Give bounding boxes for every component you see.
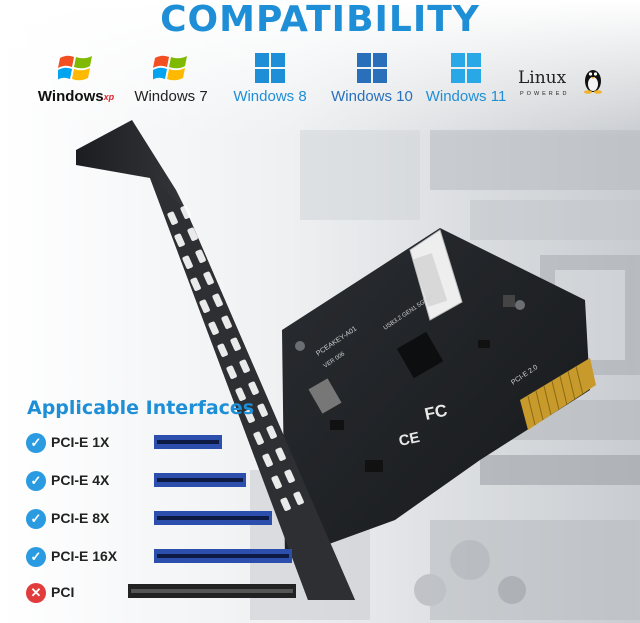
os-label: Windowsxp bbox=[37, 88, 115, 105]
interface-item-pcie-1x: ✓ PCI-E 1X bbox=[26, 432, 326, 454]
check-icon: ✓ bbox=[26, 433, 46, 453]
windows-11-logo-icon bbox=[451, 53, 481, 83]
windows-xp-flag-icon bbox=[58, 55, 92, 81]
interface-item-pcie-8x: ✓ PCI-E 8X bbox=[26, 508, 326, 530]
interface-item-pcie-16x: ✓ PCI-E 16X bbox=[26, 546, 326, 568]
low-profile-bracket bbox=[76, 120, 355, 600]
check-icon: ✓ bbox=[26, 547, 46, 567]
interface-label: PCI-E 8X bbox=[51, 510, 110, 526]
interface-label: PCI-E 1X bbox=[51, 434, 110, 450]
pcie-8x-slot-icon bbox=[154, 511, 272, 525]
card-fc-mark: FC bbox=[423, 401, 449, 424]
os-windows-7: Windows 7 bbox=[128, 52, 214, 112]
interfaces-heading: Applicable Interfaces bbox=[27, 397, 255, 419]
pcie-4x-slot-icon bbox=[154, 473, 246, 487]
pci-slot-icon bbox=[128, 584, 296, 598]
windows-7-flag-icon bbox=[153, 55, 187, 81]
interface-item-pci: ✕ PCI bbox=[26, 582, 326, 604]
interface-label: PCI bbox=[51, 584, 75, 600]
os-label: Windows 7 bbox=[134, 88, 208, 105]
check-icon: ✓ bbox=[26, 509, 46, 529]
os-windows-10: Windows 10 bbox=[330, 52, 414, 112]
os-label: Windows 8 bbox=[233, 88, 307, 105]
os-windows-11: Windows 11 bbox=[424, 52, 508, 112]
os-windows-8: Windows 8 bbox=[230, 52, 310, 112]
interface-label: PCI-E 4X bbox=[51, 472, 110, 488]
pcie-1x-slot-icon bbox=[154, 435, 222, 449]
linux-powered-label: POWERED bbox=[520, 91, 570, 97]
os-linux: Linux POWERED bbox=[516, 66, 608, 106]
pcie-card-pcb: PCEAKEY-A01 VER 006 USB3.2 GEN1 5Gbps PC… bbox=[282, 228, 596, 560]
windows-8-logo-icon bbox=[255, 53, 285, 83]
os-label: Windows 10 bbox=[331, 88, 413, 105]
interface-label: PCI-E 16X bbox=[51, 548, 118, 564]
linux-label: Linux bbox=[518, 68, 567, 88]
os-label: Windows 11 bbox=[425, 88, 507, 105]
interface-item-pcie-4x: ✓ PCI-E 4X bbox=[26, 470, 326, 492]
pcie-16x-slot-icon bbox=[154, 549, 292, 563]
card-ce-mark: CE bbox=[397, 429, 421, 450]
tux-penguin-icon bbox=[584, 70, 602, 94]
page-title: COMPATIBILITY bbox=[160, 0, 480, 40]
windows-10-logo-icon bbox=[357, 53, 387, 83]
cross-icon: ✕ bbox=[26, 583, 46, 603]
check-icon: ✓ bbox=[26, 471, 46, 491]
os-windows-xp: Windowsxp bbox=[34, 52, 118, 112]
